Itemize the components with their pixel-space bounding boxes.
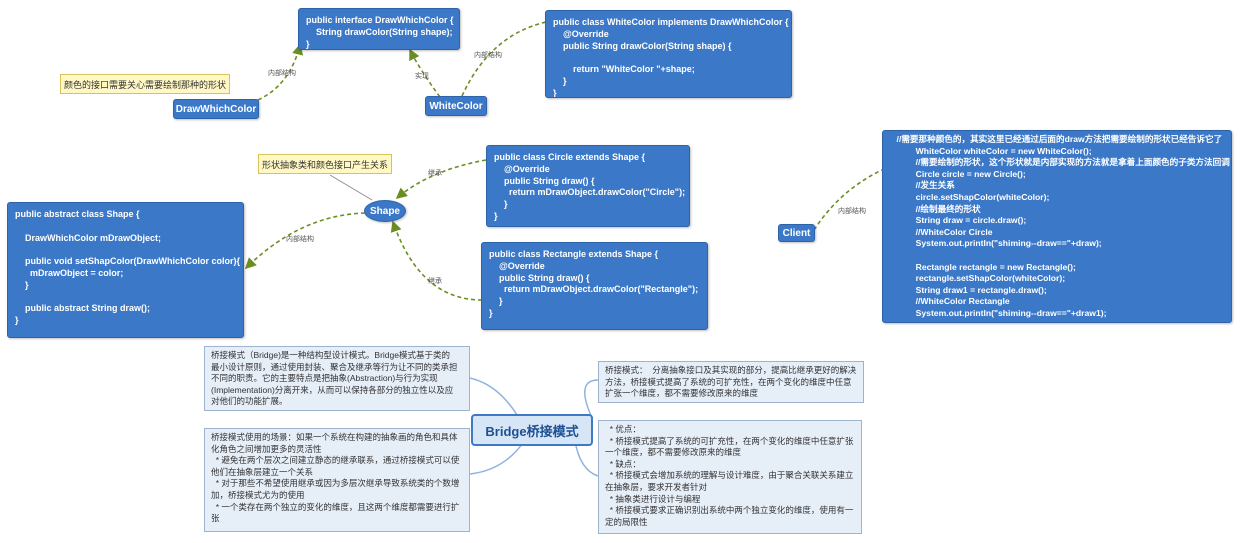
edge-whitecolor-interface xyxy=(409,48,441,98)
node-client[interactable]: Client xyxy=(778,224,815,242)
note-color-interface: 颜色的接口需要关心需要绘制那种的形状 xyxy=(60,74,230,94)
node-shape[interactable]: Shape xyxy=(364,200,406,222)
edge-circle-shape xyxy=(395,159,487,200)
node-whitecolor[interactable]: WhiteColor xyxy=(425,96,487,116)
edge-label-inner-2: 内部结构 xyxy=(474,52,502,59)
shape-code-box[interactable]: public abstract class Shape { DrawWhichC… xyxy=(7,202,244,338)
central-topic[interactable]: Bridge桥接模式 xyxy=(471,414,593,446)
whitecolor-code-box[interactable]: public class WhiteColor implements DrawW… xyxy=(545,10,792,98)
mm-summary[interactable]: 桥接模式： 分离抽象接口及其实现的部分，提高比继承更好的解决 方法，桥接模式提高… xyxy=(598,361,864,403)
interface-code-box[interactable]: public interface DrawWhichColor { String… xyxy=(298,8,460,50)
mm-scenario[interactable]: 桥接模式使用的场景：如果一个系统在构建的抽象画的角色和具体 化角色之间增加更多的… xyxy=(204,428,470,532)
edge-client-code xyxy=(813,169,883,231)
node-drawwhichcolor[interactable]: DrawWhichColor xyxy=(173,99,259,119)
edge-label-inherit-2: 继承 xyxy=(428,278,442,285)
client-code-box[interactable]: //需要那种颜色的，其实这里已经通过后面的draw方法把需要绘制的形状已经告诉它… xyxy=(882,130,1232,323)
edge-rectangle-shape xyxy=(390,220,483,301)
edge-drawwhichcolor-interface xyxy=(257,43,304,101)
circle-code-box[interactable]: public class Circle extends Shape { @Ove… xyxy=(486,145,690,227)
edge-label-inner-1: 内部结构 xyxy=(268,70,296,77)
mm-curve-proscons xyxy=(574,440,599,477)
edge-shape-code xyxy=(244,212,366,270)
edge-label-inner-3: 内部结构 xyxy=(286,236,314,243)
edge-label-implement: 实现 xyxy=(415,73,429,80)
mm-definition[interactable]: 桥接模式（Bridge)是一种结构型设计模式。Bridge模式基于类的 最小设计… xyxy=(204,346,470,411)
edge-label-inner-4: 内部结构 xyxy=(838,208,866,215)
rectangle-code-box[interactable]: public class Rectangle extends Shape { @… xyxy=(481,242,708,330)
note-shape-relation: 形状抽象类和颜色接口产生关系 xyxy=(258,154,392,174)
edge-label-inherit-1: 继承 xyxy=(428,170,442,177)
mm-curve-definition xyxy=(469,377,521,421)
mm-pros-cons[interactable]: * 优点： * 桥接模式提高了系统的可扩充性，在两个变化的维度中任意扩张 一个维… xyxy=(598,420,862,534)
edge-note-shape xyxy=(329,174,373,201)
mm-curve-summary xyxy=(584,379,599,419)
